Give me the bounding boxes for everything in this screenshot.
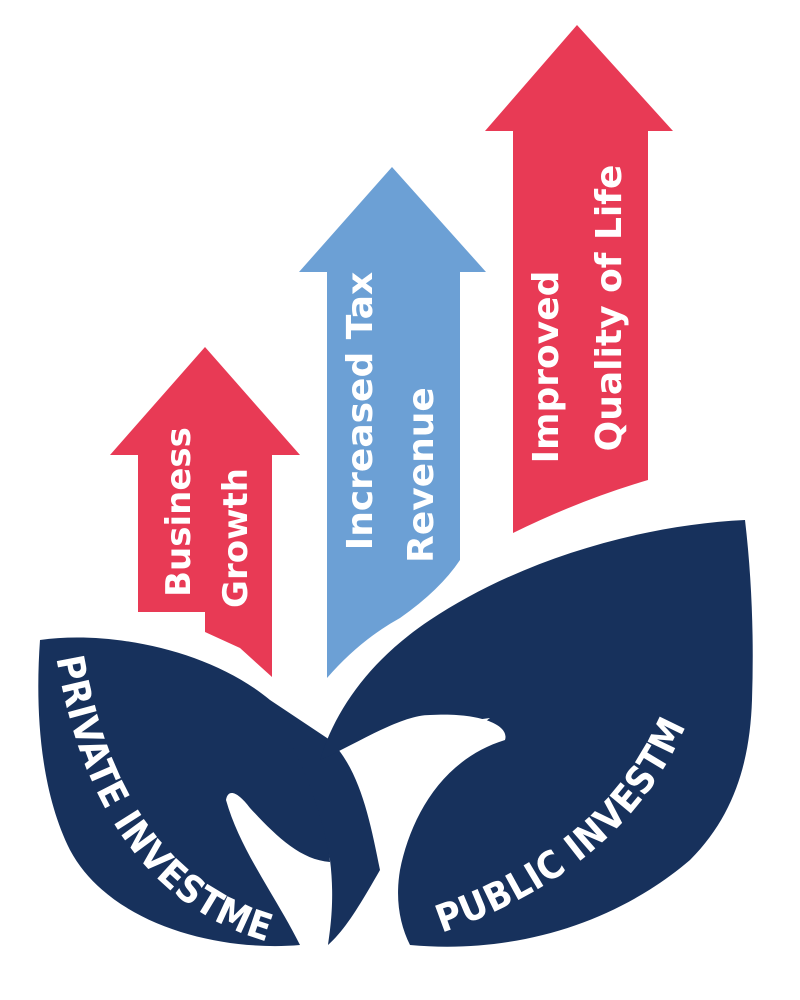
arrow-business-growth: Business Growth [110, 347, 300, 677]
arrow-tax-revenue-line1: Increased Tax [340, 272, 381, 550]
left-leaf-shape [38, 637, 330, 947]
arrow-quality-of-life-shape [485, 25, 673, 533]
arrow-tax-revenue-line2: Revenue [401, 387, 442, 563]
arrow-tax-revenue: Increased Tax Revenue [299, 167, 486, 678]
leaf-notch [403, 718, 490, 830]
right-leaf-shape [320, 520, 753, 947]
stem-shape [270, 700, 380, 945]
arrow-business-growth-line1: Business [159, 427, 199, 597]
arrow-quality-of-life-line1: Improved [526, 271, 567, 464]
arrow-quality-of-life: Improved Quality of Life [485, 25, 673, 533]
arrow-quality-of-life-line2: Quality of Life [589, 165, 630, 452]
arrow-business-growth-line2: Growth [216, 468, 256, 608]
arrow-tax-revenue-shape [299, 167, 486, 678]
arrow-business-growth-shape [110, 347, 300, 677]
